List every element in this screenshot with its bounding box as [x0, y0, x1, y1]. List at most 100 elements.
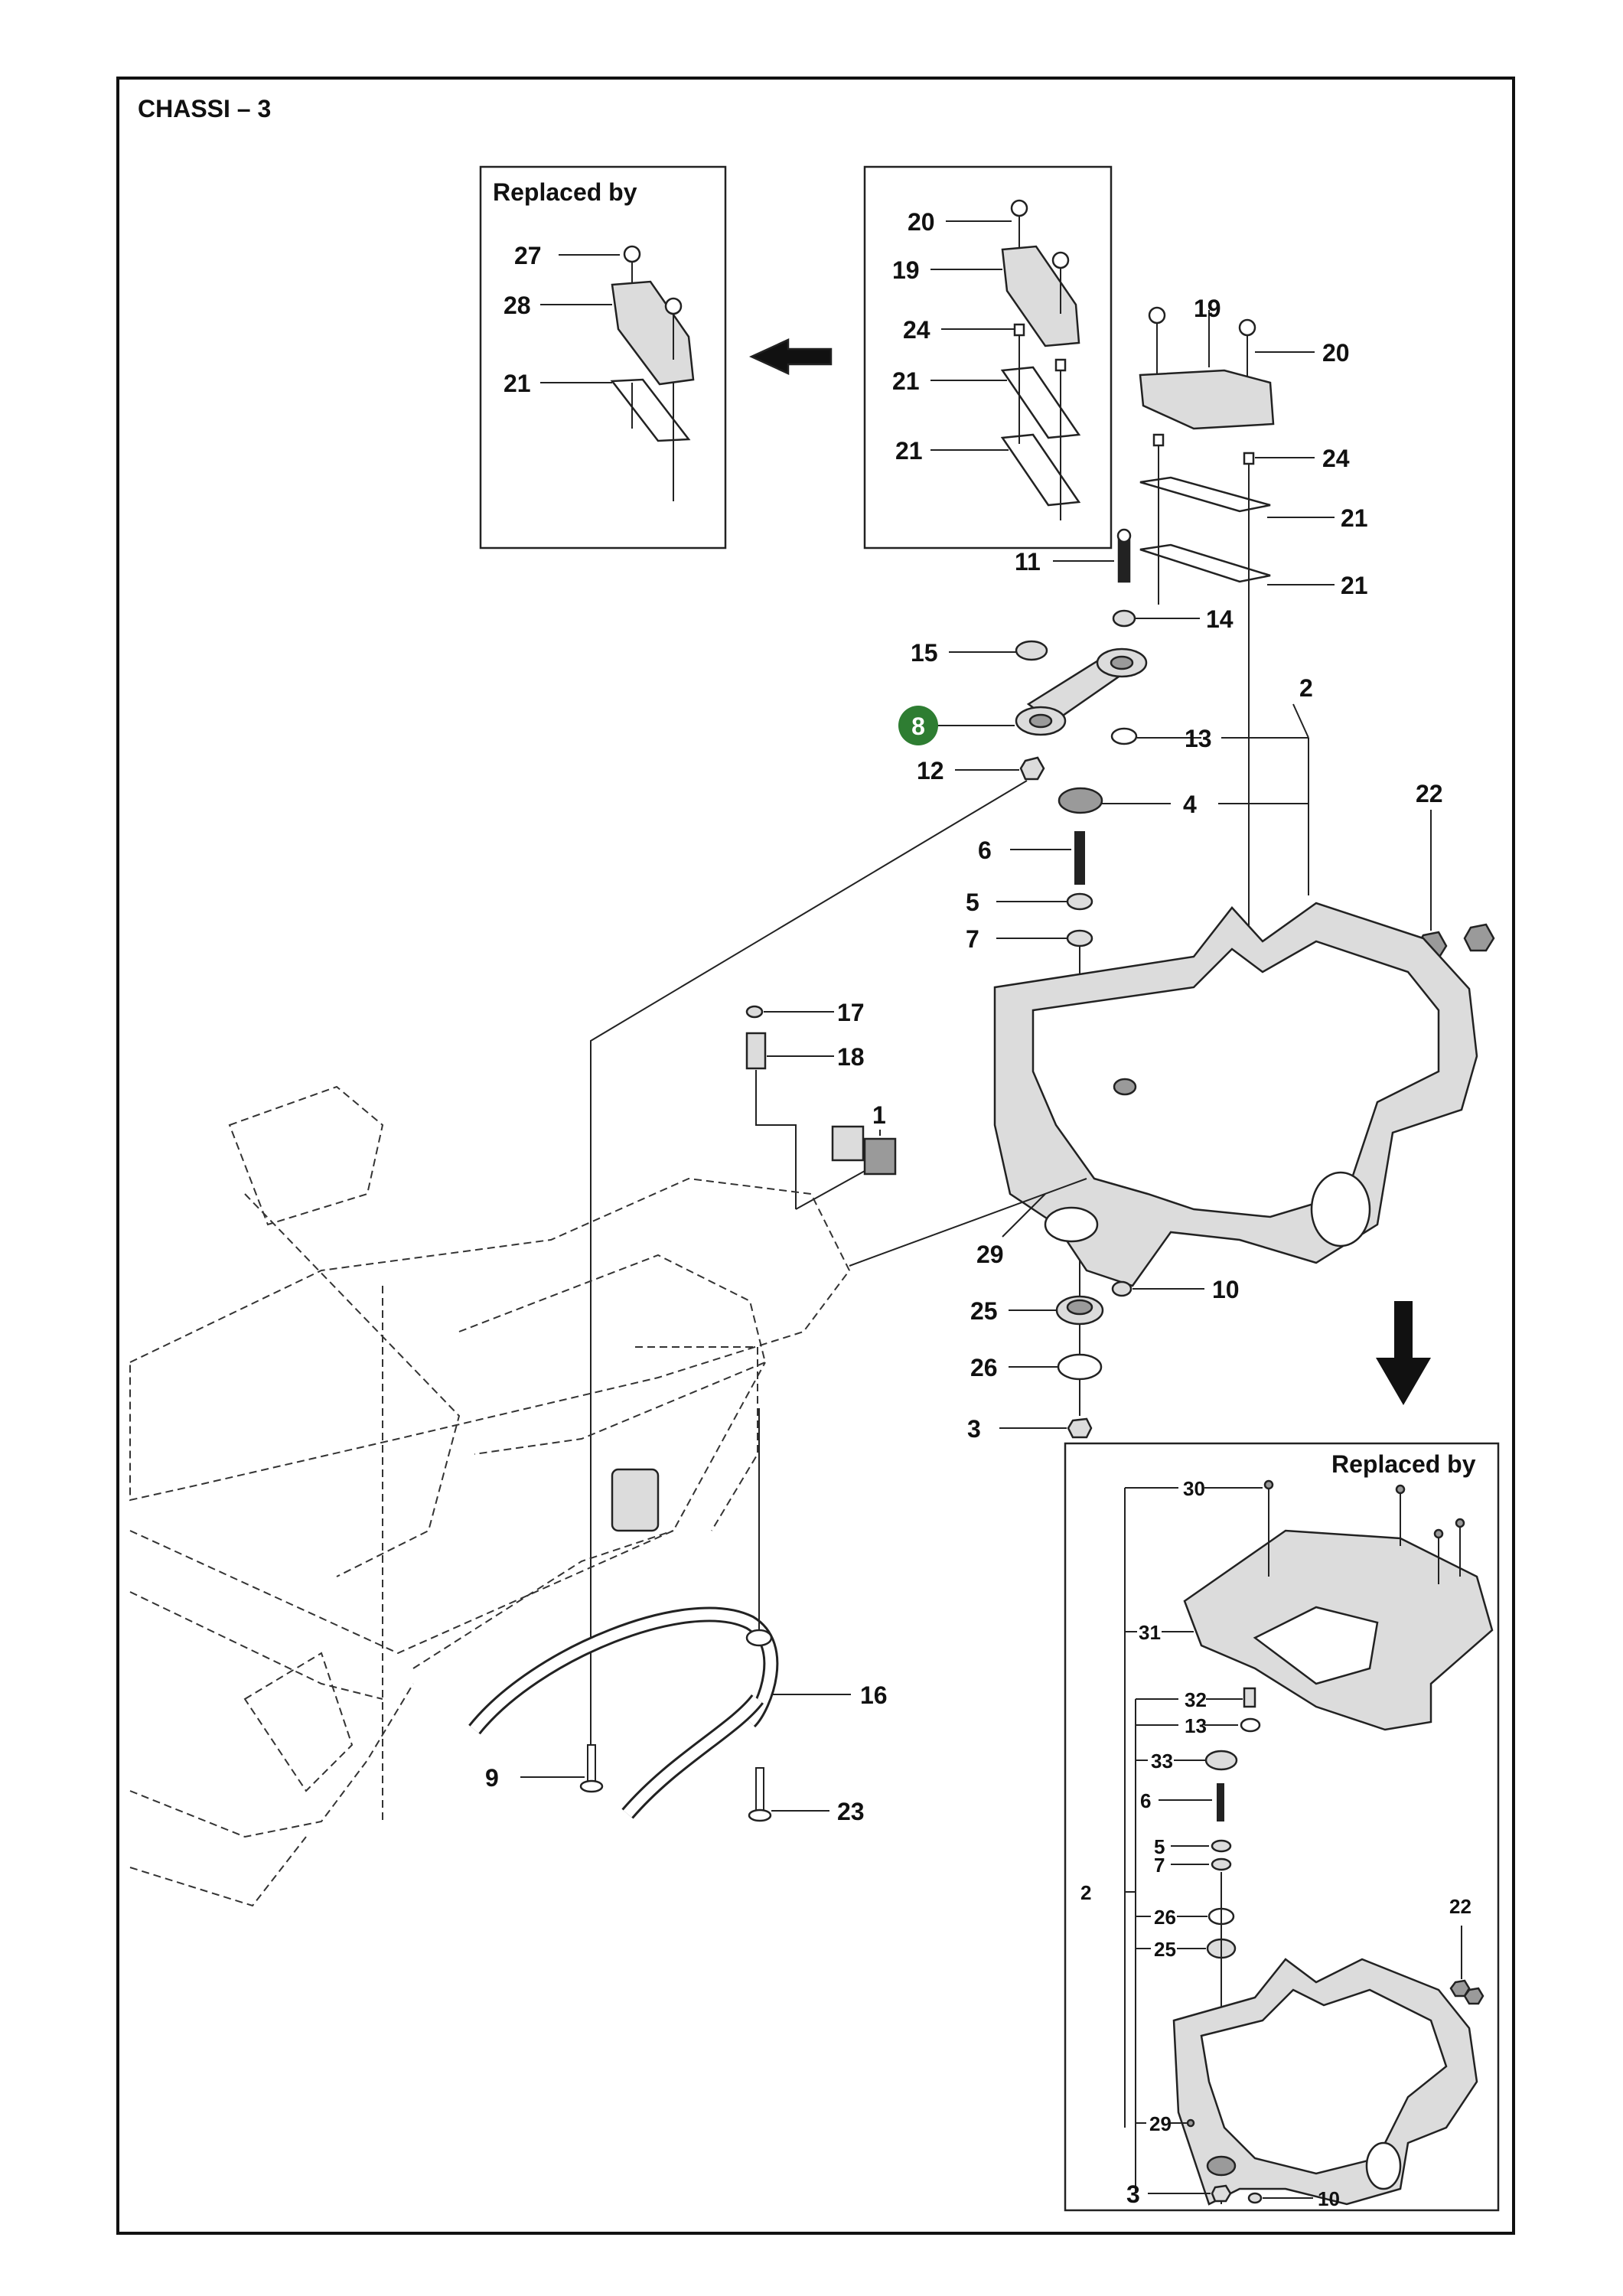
replaced-by-panel-bottom-title: Replaced by: [1331, 1450, 1476, 1478]
frame-loop: [458, 1254, 767, 1455]
callout-19: 19: [1194, 295, 1221, 322]
arrow-down-icon: [1376, 1301, 1431, 1405]
callout-1: 1: [872, 1101, 886, 1129]
bumper-1a: [831, 1125, 865, 1162]
handle-16-mount: [745, 1629, 773, 1647]
screw-30d: [1455, 1518, 1465, 1528]
callout-21b-box: 21: [895, 437, 923, 465]
spacer-24a: [1152, 433, 1165, 447]
clamp-detail-panel-border: [863, 165, 1113, 550]
frame-bracket-solid: [611, 1468, 660, 1532]
body-pivot-boss: [1113, 1078, 1137, 1096]
replaced-by-panel-bottom: Replaced by 30 31 32 13 33: [1064, 1442, 1500, 2212]
spacer-24b: [1243, 452, 1255, 465]
callout-9: 9: [485, 1764, 499, 1792]
bolt-20-head: [1010, 199, 1028, 217]
body-tube-front: [1044, 1206, 1099, 1243]
callout-10: 10: [1212, 1276, 1240, 1303]
bolt-27b-head: [664, 297, 683, 315]
cover-31-recess: [1253, 1606, 1379, 1685]
spacer-24b-box: [1054, 358, 1067, 372]
handle-16-lower-inner: [623, 1695, 762, 1818]
leader-18-axis: [755, 1070, 797, 1209]
callout-11: 11: [1015, 548, 1041, 576]
spacer-18: [745, 1032, 767, 1070]
callout-24-box: 24: [903, 316, 930, 344]
frame-rail-mid: [129, 1362, 766, 1655]
plate-21b: [1139, 543, 1271, 583]
washer-13: [1110, 727, 1138, 745]
screw-30c: [1433, 1528, 1444, 1539]
callout-6-box: 6: [1140, 1789, 1151, 1812]
handle-16-inner: [470, 1609, 777, 1733]
bolt-9-head: [579, 1779, 604, 1793]
callout-24: 24: [1322, 445, 1350, 472]
callout-5: 5: [966, 889, 979, 916]
clamp-assembly: 19 20 24 21 21: [1139, 295, 1368, 1232]
bumper-1b: [863, 1137, 897, 1176]
main-body-inner: [1031, 940, 1440, 1218]
frame-outline-upper: [129, 1177, 851, 1502]
leader-12-axis: [590, 780, 1028, 1745]
callout-19-box: 19: [892, 256, 920, 284]
callout-21a: 21: [1341, 504, 1368, 532]
callout-25-box: 25: [1154, 1938, 1176, 1961]
callout-12: 12: [917, 757, 944, 784]
main-body-2: [993, 902, 1478, 1287]
nut-12: [1019, 756, 1045, 781]
callout-14: 14: [1206, 605, 1234, 633]
callout-31: 31: [1139, 1621, 1161, 1644]
nut-22b: [1463, 923, 1495, 952]
washer-13-box: [1240, 1717, 1261, 1733]
replaced-by-panel-top-border: [479, 165, 727, 550]
washer-7-box: [1211, 1857, 1232, 1871]
reference-frame-dashed: [129, 1085, 851, 1907]
frame-base: [129, 1836, 307, 1907]
body-tube-right: [1310, 1171, 1371, 1247]
link-arm-8-eye-hole-back: [1110, 655, 1134, 670]
body-tube-box: [1365, 2141, 1402, 2190]
bolt-6-box: [1217, 1783, 1224, 1821]
callout-3-box: 3: [1126, 2180, 1140, 2208]
callout-10-box: 10: [1318, 2187, 1340, 2210]
frame-lower-box: [243, 1652, 354, 1792]
callout-7: 7: [966, 925, 979, 953]
plate-21a: [1139, 476, 1271, 513]
body-pivot-box: [1206, 2155, 1237, 2177]
seal-33: [1204, 1750, 1238, 1771]
screw-30b: [1395, 1484, 1406, 1495]
highlight-badge: [898, 706, 938, 745]
callout-23: 23: [837, 1798, 865, 1825]
bearing-25-bore: [1066, 1299, 1093, 1316]
callout-7-box: 7: [1154, 1854, 1165, 1877]
bolt-27-head: [623, 245, 641, 263]
nut-3: [1067, 1417, 1093, 1439]
callout-21a-box: 21: [892, 367, 920, 395]
leader-29: [1002, 1193, 1046, 1238]
bolt-20c-head: [1148, 306, 1166, 325]
callout-29: 29: [976, 1241, 1004, 1268]
replaced-by-panel-top: Replaced by 27 28 21: [479, 165, 727, 550]
washer-14: [1112, 609, 1136, 628]
screw-30a: [1263, 1479, 1274, 1490]
callout-3: 3: [967, 1415, 981, 1443]
link-arm-8-eye-hole-front: [1028, 713, 1053, 729]
bolt-20b-head: [1051, 251, 1070, 269]
diagram-frame: [116, 77, 1515, 2235]
screw-17: [745, 1005, 764, 1019]
bolt-6: [1074, 831, 1085, 885]
callout-20-box: 20: [908, 208, 935, 236]
callout-33: 33: [1151, 1750, 1173, 1773]
plate-21-top-box: [610, 378, 691, 442]
bush-29-box: [1186, 2118, 1195, 2128]
bolt-11-head: [1116, 528, 1132, 543]
callout-4: 4: [1183, 791, 1197, 818]
bumper-parts: 17 18 1: [745, 999, 897, 1210]
leader-frame-axis: [849, 1178, 1087, 1267]
callout-21-box: 21: [504, 370, 531, 397]
plate-21a-box: [1000, 366, 1081, 439]
clamp-detail-panel: 20 19 24 21 21: [863, 165, 1113, 550]
lower-stack: 29 10 25 26 3: [967, 1193, 1240, 1443]
callout-25: 25: [970, 1297, 998, 1325]
